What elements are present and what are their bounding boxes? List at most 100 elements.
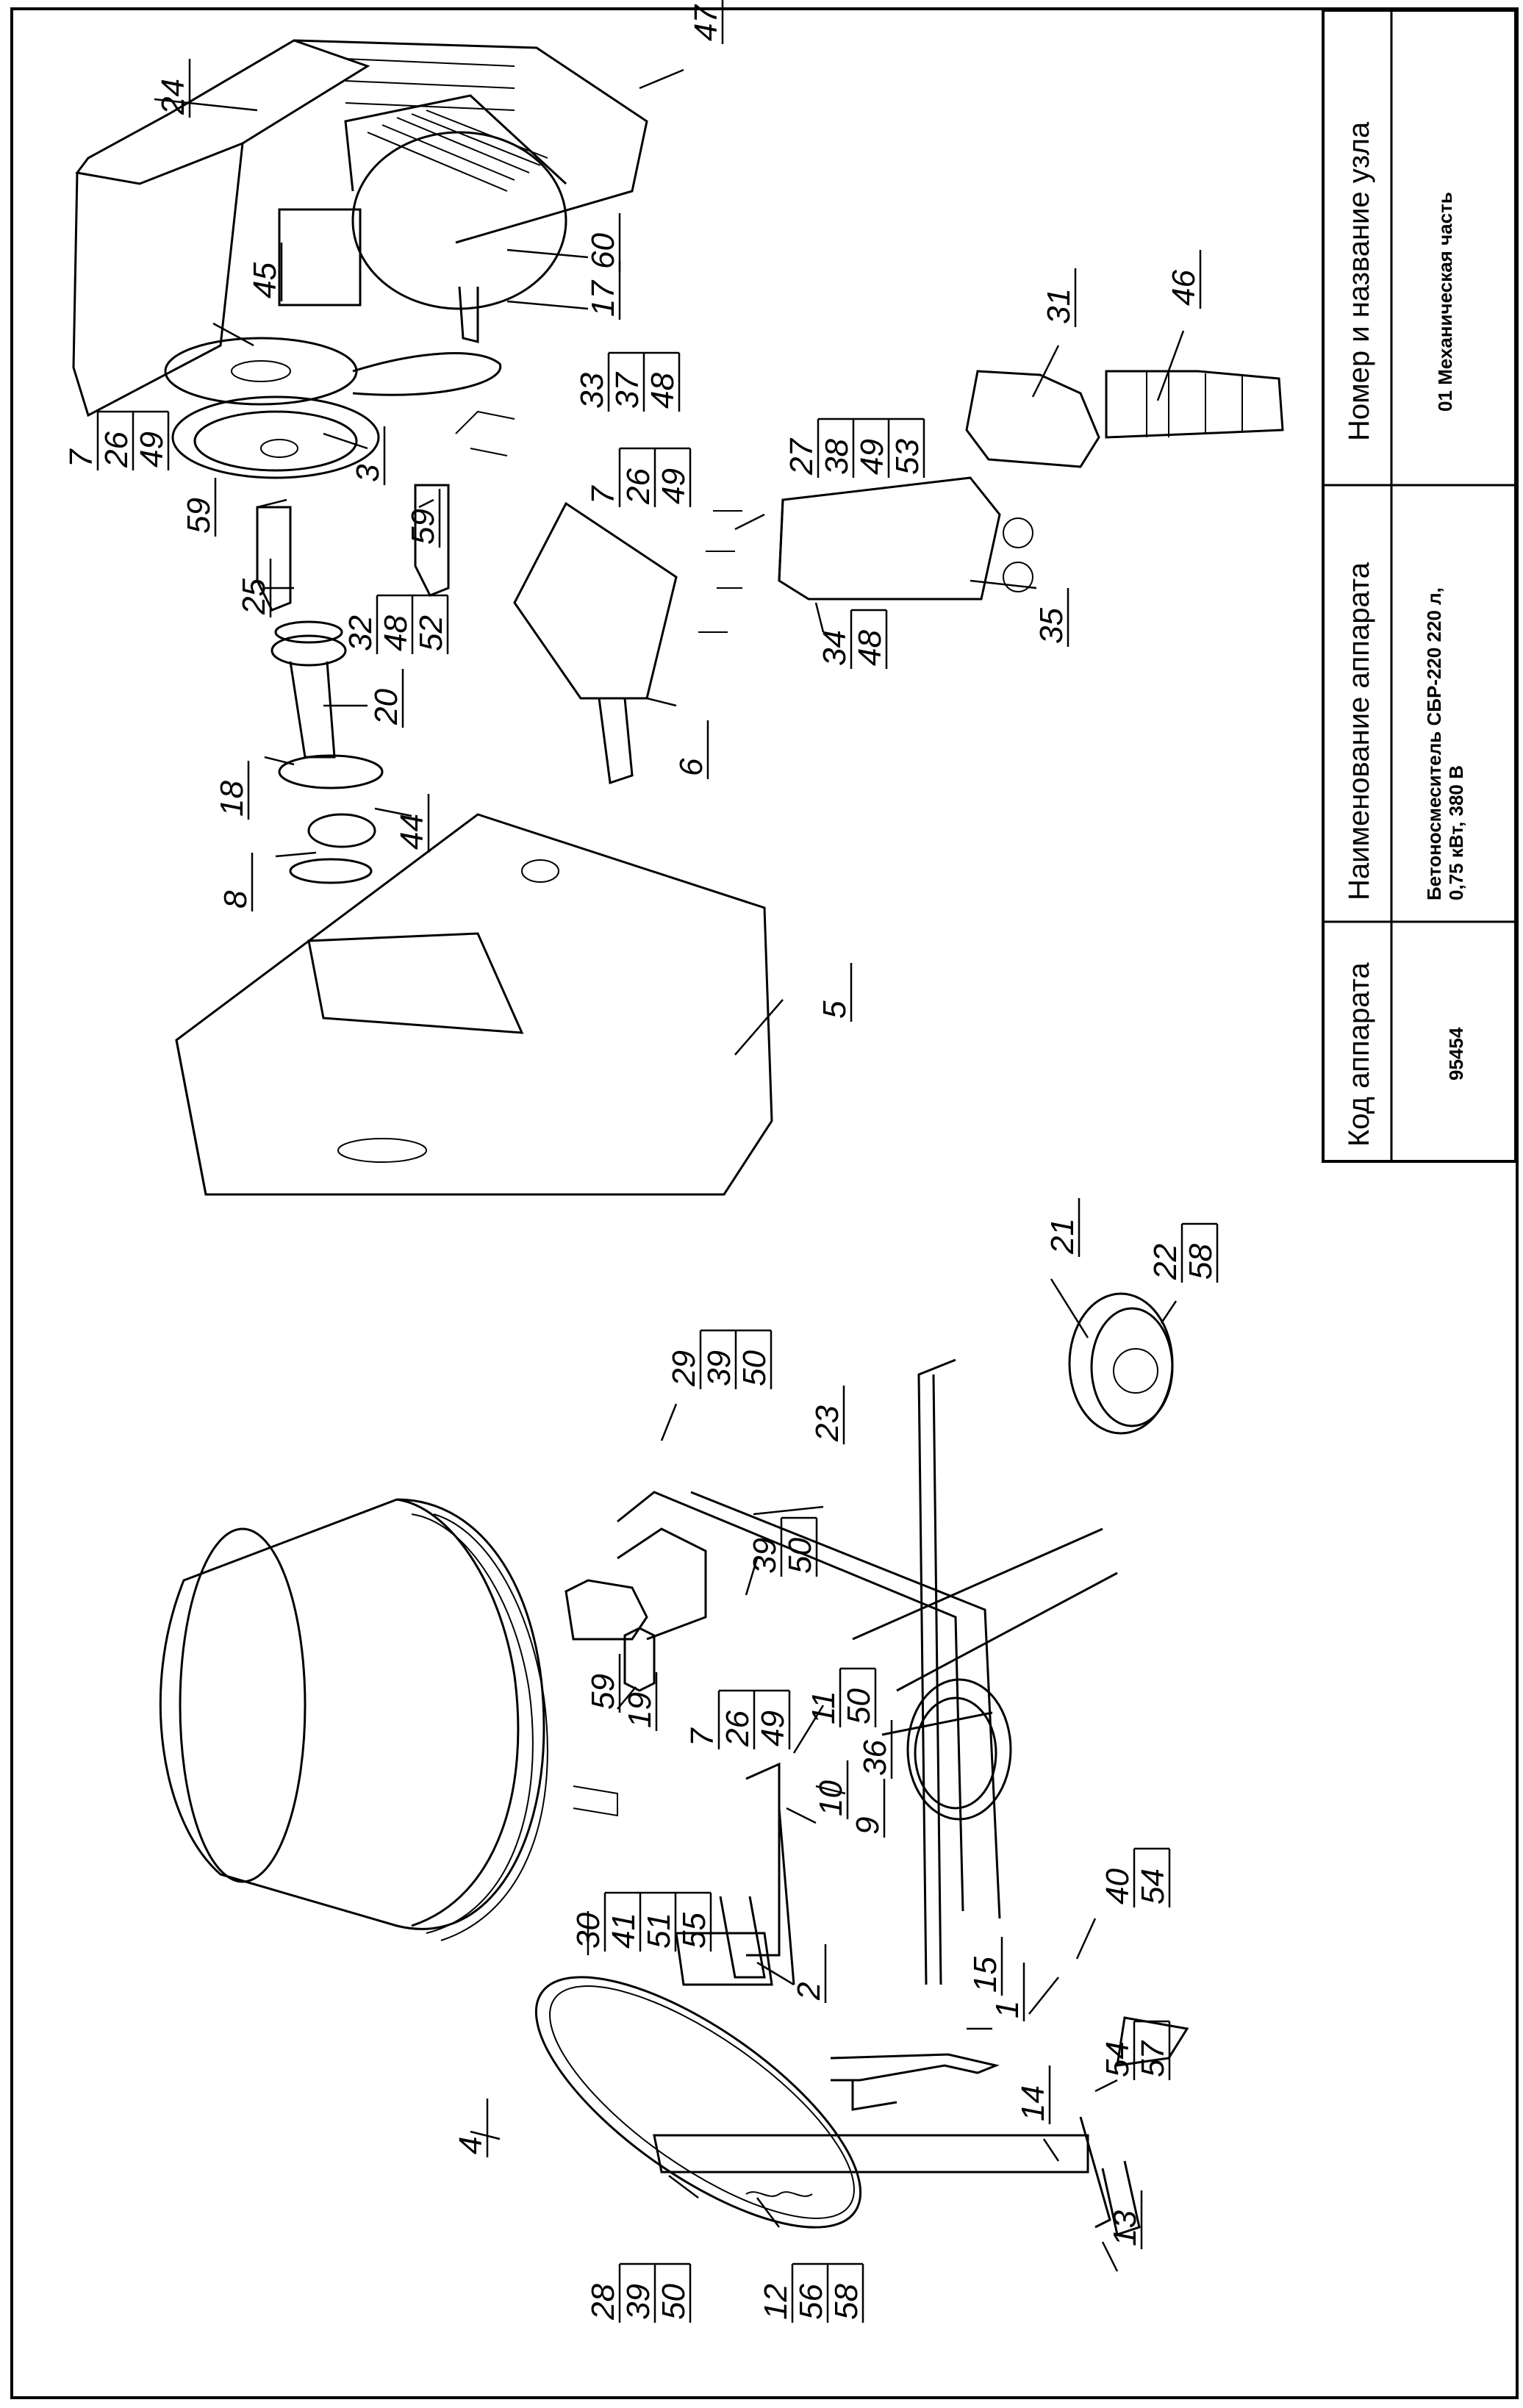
callout-c8: 8	[218, 853, 254, 911]
callout-number: 9	[850, 1817, 886, 1835]
callout-number: 40	[1100, 1868, 1136, 1904]
callout-c35: 35	[1033, 588, 1069, 647]
callout-leaders	[154, 68, 1185, 2272]
callout-number: 33	[574, 373, 610, 409]
callout-number: 28	[585, 2284, 621, 2321]
callout-number: 49	[134, 431, 170, 467]
callout-number: 24	[155, 79, 191, 115]
callout-number: 23	[809, 1405, 845, 1442]
callout-number: 22	[1147, 1244, 1183, 1280]
header-code: Код аппарата	[1343, 962, 1375, 1147]
callout-c59c: 59	[585, 1654, 621, 1713]
callout-number: 7	[684, 1727, 720, 1746]
callout-number: 41	[606, 1913, 642, 1949]
callout-c1: 1	[989, 1963, 1025, 2021]
callout-number: 60	[585, 233, 621, 269]
callout-c45: 45	[247, 243, 283, 301]
callout-c20: 20	[368, 669, 404, 728]
callout-number: 51	[641, 1913, 677, 1949]
callout-number: 55	[676, 1913, 712, 1949]
callout-number: 44	[394, 814, 430, 850]
callout-number: 39	[620, 2284, 656, 2320]
callout-c21: 21	[1044, 1198, 1081, 1257]
value-node: 01 Механическая часть	[1434, 192, 1456, 412]
callout-c23: 23	[809, 1386, 845, 1444]
callout-number: 3	[350, 464, 386, 482]
callout-number: 35	[1033, 608, 1069, 644]
value-name-line2: 0,75 кВт, 380 В	[1445, 765, 1467, 900]
header-name: Наименование аппарата	[1343, 562, 1375, 900]
callout-number: 56	[793, 2284, 829, 2320]
callout-c14: 14	[1015, 2065, 1051, 2124]
drawing-frame	[10, 7, 1519, 2399]
callout-c46: 46	[1166, 250, 1202, 309]
callout-number: 39	[701, 1350, 737, 1386]
callout-number: 11	[806, 1691, 842, 1724]
callout-number: 54	[1135, 1868, 1171, 1904]
callout-c59a: 59	[181, 478, 217, 537]
callout-c18: 18	[214, 761, 250, 820]
callout-number: 50	[737, 1350, 773, 1386]
callout-number: 48	[645, 373, 681, 409]
callout-number: 32	[343, 615, 379, 651]
callout-number: 19	[622, 1692, 658, 1728]
callout-number: 48	[378, 615, 414, 651]
callout-c17: 17	[585, 261, 621, 320]
callout-number: 30	[570, 1913, 606, 1949]
callout-number: 13	[1107, 2210, 1143, 2246]
callout-c6: 6	[673, 720, 709, 779]
callout-number: 7	[585, 485, 621, 504]
callout-number: 14	[1015, 2085, 1051, 2121]
callout-c15: 15	[967, 1937, 1003, 1996]
callout-number: 59	[181, 498, 217, 534]
callout-c44: 44	[394, 794, 430, 853]
callout-number: 1	[989, 2001, 1025, 2018]
callout-c59b: 59	[405, 489, 441, 548]
callout-number: 58	[828, 2284, 864, 2320]
callout-c60: 60	[585, 213, 621, 272]
callout-number: 50	[841, 1688, 877, 1724]
callout-number: 59	[405, 509, 441, 545]
callout-c5: 5	[817, 963, 853, 1022]
callout-number: 52	[413, 615, 449, 651]
callout-number: 4	[453, 2137, 489, 2154]
callout-number: 10	[813, 1780, 849, 1816]
callout-number: 26	[98, 431, 135, 468]
callout-number: 36	[857, 1740, 893, 1776]
callout-number: 21	[1044, 1218, 1081, 1255]
callout-number: 50	[782, 1538, 818, 1574]
callout-number: 17	[585, 280, 621, 317]
callout-number: 20	[368, 689, 404, 725]
callout-number: 46	[1166, 270, 1202, 306]
callout-number: 7	[63, 448, 99, 467]
callout-number: 38	[819, 439, 855, 475]
callout-number: 34	[817, 630, 853, 666]
callout-number: 48	[852, 630, 888, 666]
callout-number: 53	[889, 439, 925, 475]
callout-c9: 9	[850, 1779, 886, 1838]
callout-c10: 10	[813, 1760, 849, 1819]
callout-c19: 19	[622, 1672, 658, 1731]
callout-number: 27	[784, 438, 820, 476]
callout-number: 15	[967, 1957, 1003, 1993]
callout-c25: 25	[236, 559, 272, 617]
callout-number: 37	[609, 372, 645, 409]
callout-c3: 3	[350, 426, 386, 485]
title-block: Код аппарата Наименование аппарата Номер…	[1322, 9, 1517, 1163]
callout-number: 29	[666, 1350, 702, 1387]
callout-c47: 47	[688, 0, 724, 44]
callout-c24: 24	[155, 59, 191, 118]
